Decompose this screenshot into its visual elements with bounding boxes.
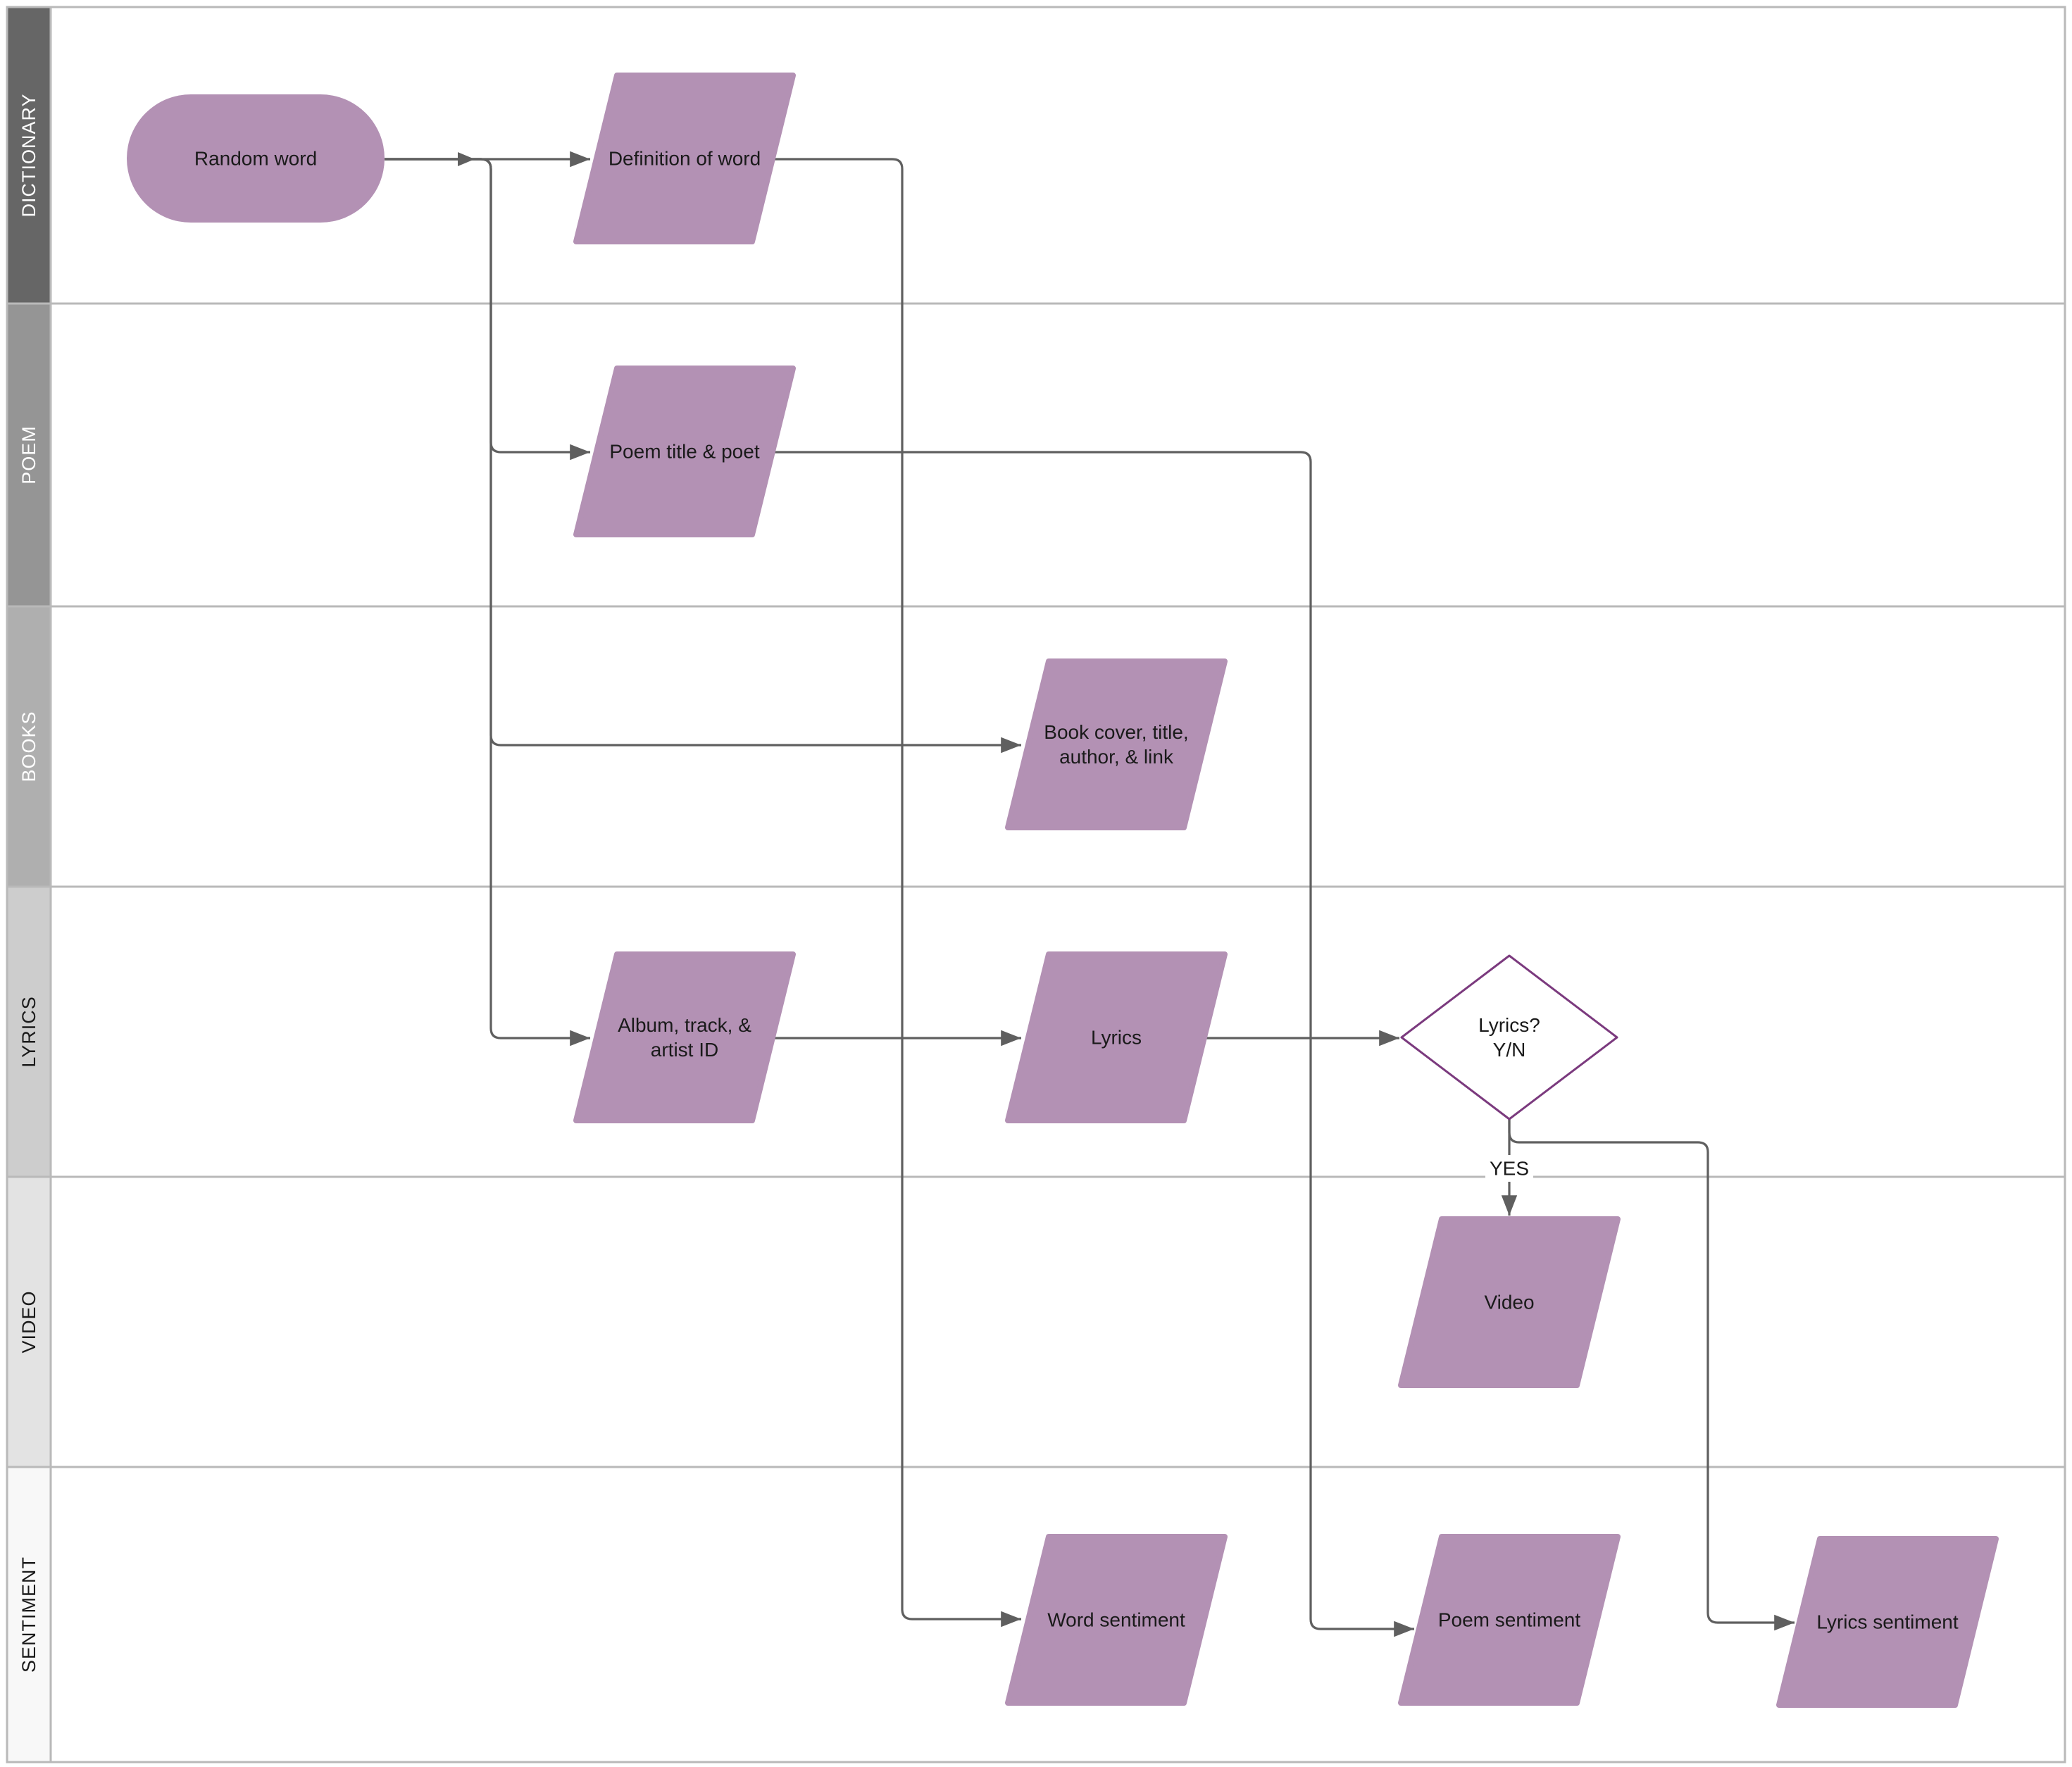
node-label: Book cover, title,: [1044, 721, 1188, 743]
lane-label-dictionary: DICTIONARY: [18, 93, 39, 217]
node-label: Lyrics sentiment: [1816, 1611, 1958, 1633]
node-label: Poem title & poet: [609, 441, 759, 463]
node-label: Y/N: [1493, 1039, 1526, 1061]
node-word-sentiment: Word sentiment: [1005, 1534, 1228, 1706]
connector-random-word-to-album-track: [385, 158, 590, 1047]
lane-label-lyrics: LYRICS: [18, 996, 39, 1068]
connector-definition-to-word-sentiment: [772, 158, 1021, 1628]
terminator-shape: [127, 94, 385, 223]
node-poem-sentiment: Poem sentiment: [1398, 1534, 1621, 1706]
node-lyrics-decision: Lyrics? Y/N: [1400, 954, 1618, 1120]
lane-body: [49, 6, 2066, 305]
node-book-cover: Book cover, title, author, & link: [1005, 658, 1228, 830]
node-label: Definition of word: [609, 148, 761, 170]
lane-header: [6, 1175, 52, 1468]
lane-dictionary: DICTIONARY: [6, 6, 2066, 305]
data-shape: [1398, 1534, 1621, 1706]
lane-label-sentiment: SENTIMENT: [18, 1556, 39, 1673]
lane-header: [6, 885, 52, 1178]
node-label: artist ID: [651, 1039, 718, 1061]
connector-lyrics-decision-to-lyrics-sentiment: [1508, 1119, 1795, 1631]
lane-header: [6, 302, 52, 608]
node-label: Lyrics?: [1478, 1014, 1540, 1036]
data-shape: [573, 73, 796, 244]
data-shape: [573, 366, 796, 537]
node-label: Lyrics: [1091, 1027, 1142, 1049]
node-random-word: Random word: [127, 94, 385, 223]
lane-poem: POEM: [6, 302, 2066, 608]
node-definition: Definition of word: [573, 73, 796, 244]
data-shape: [1005, 1534, 1228, 1706]
lane-video: VIDEO: [6, 1175, 2066, 1468]
decision-shape: [1400, 954, 1618, 1120]
lane-body: [49, 1175, 2066, 1468]
lane-header: [6, 6, 52, 305]
edge-label-bg: [1485, 1155, 1533, 1182]
data-shape: [1005, 658, 1228, 830]
node-lyrics-sentiment: Lyrics sentiment: [1776, 1536, 1999, 1708]
node-lyrics: Lyrics: [1005, 951, 1228, 1123]
node-label: Random word: [194, 148, 317, 170]
data-shape: [573, 951, 796, 1123]
lane-label-books: BOOKS: [18, 711, 39, 782]
node-label: Album, track, &: [618, 1014, 751, 1036]
lane-label-video: VIDEO: [18, 1290, 39, 1353]
node-label: Word sentiment: [1047, 1609, 1185, 1631]
node-label: Poem sentiment: [1438, 1609, 1581, 1631]
connector-poem-title-to-poem-sentiment: [772, 451, 1414, 1637]
node-poem-title: Poem title & poet: [573, 366, 796, 537]
data-shape: [1776, 1536, 1999, 1708]
node-label: Video: [1484, 1292, 1534, 1313]
node-label: author, & link: [1059, 746, 1174, 768]
node-video: Video: [1398, 1216, 1621, 1388]
lane-label-poem: POEM: [18, 425, 39, 485]
node-album-track: Album, track, & artist ID: [573, 951, 796, 1123]
data-shape: [1005, 951, 1228, 1123]
data-shape: [1398, 1216, 1621, 1388]
edge-label-yes: YES: [1490, 1158, 1529, 1180]
lane-header: [6, 1466, 52, 1763]
lane-body: [49, 302, 2066, 608]
